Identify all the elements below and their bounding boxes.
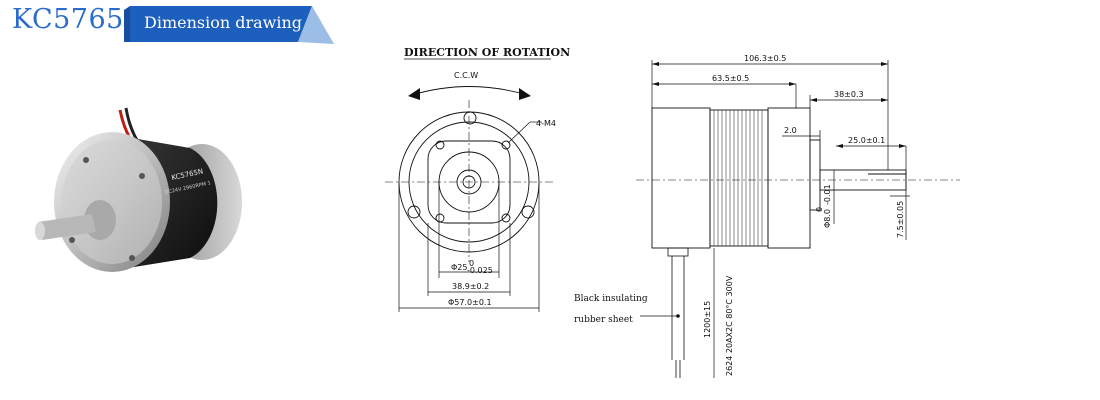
pilot-tolerance-lower: -0.025 [467,266,493,275]
flat-dimension-label: 7.5±0.05 [896,201,905,238]
rear-length-label: 38±0.3 [834,90,864,99]
dimension-drawing-tag: Dimension drawing [122,4,334,44]
cable-length-label: 1200±15 [703,301,712,338]
tag-shape [124,6,334,44]
shaft-diameter-label: Φ8.0 [823,209,832,228]
note-line-2: rubber sheet [574,315,633,325]
shaft-length-label: 25.0±0.1 [848,136,885,145]
shaft-tolerance-lower: -0.01 [823,184,832,205]
pilot-diameter-label: Φ25 [451,263,467,272]
model-number: KC5765 [12,4,124,35]
pilot-tolerance-upper: 0 [469,259,474,268]
total-length-label: 106.3±0.5 [744,54,786,63]
rotation-title: DIRECTION OF ROTATION [404,46,570,59]
body-length-label: 63.5±0.5 [712,74,749,83]
outer-diameter-label: Φ57.0±0.1 [448,298,492,307]
bolt-circle-label: 38.9±0.2 [452,282,489,291]
holes-label: 4-M4 [536,119,556,128]
tag-label: Dimension drawing [144,13,303,32]
note-line-1: Black insulating [574,294,648,304]
motor-photo: KC5765N DC24V 2960RPM 1 [35,107,242,272]
pilot-height-label: 2.0 [784,126,797,135]
rotation-direction: C.C.W [454,71,478,80]
cable-spec-label: 2624 20AX2C 80°C 300V [725,275,734,376]
shaft-tolerance-upper: 0 [815,207,824,212]
